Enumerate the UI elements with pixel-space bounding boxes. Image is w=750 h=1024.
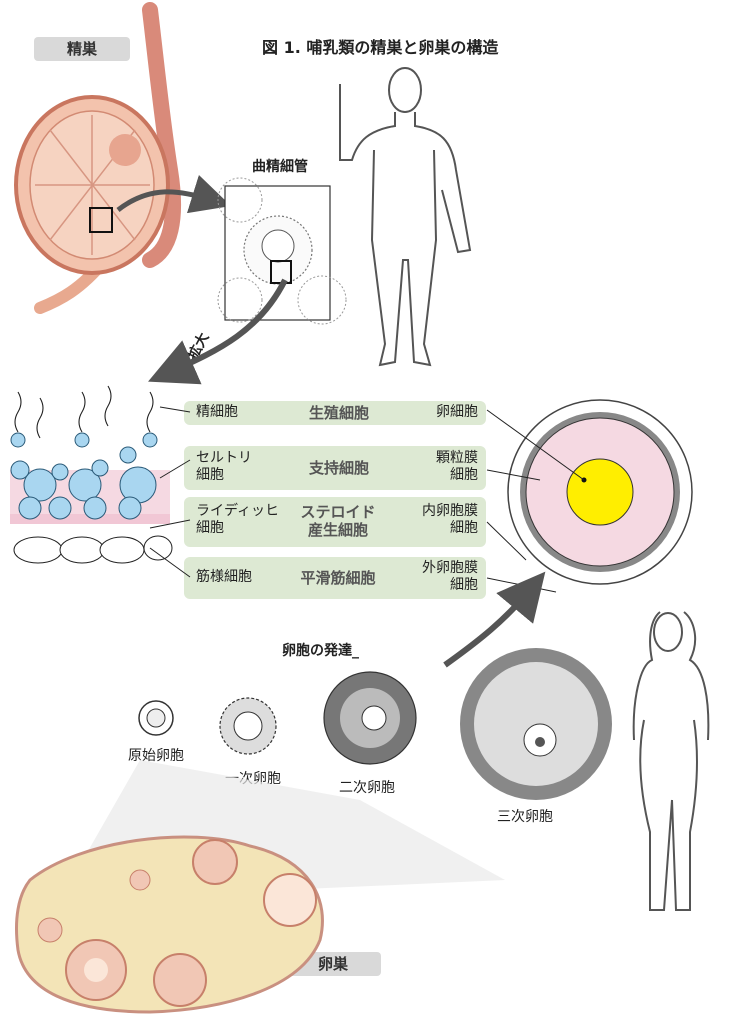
stage-label-secondary: 二次卵胞 [339,780,395,796]
follicle-stages [138,648,612,800]
testis-tag: 精巣 [34,37,130,61]
row-muscle-cells: 筋様細胞 平滑筋細胞 外卵胞膜 細胞 [184,557,486,599]
row-steroid-left: ライディッヒ 細胞 [196,503,280,536]
row-germ-right: 卵細胞 [436,404,478,420]
row-steroid-right: 内卵胞膜 細胞 [422,503,478,536]
tubule-illustration [217,177,347,325]
stage-label-tertiary: 三次卵胞 [497,809,553,825]
row-support-left: セルトリ 細胞 [196,450,252,483]
row-germ-left: 精細胞 [196,404,238,420]
row-support-cells: セルトリ 細胞 支持細胞 顆粒膜 細胞 [184,446,486,490]
row-steroid-mid: ステロイド 産生細胞 [300,503,376,539]
row-muscle-right: 外卵胞膜 細胞 [422,560,478,593]
testis-illustration [14,2,182,314]
tubule-label: 曲精細管 [252,159,308,175]
figure-title: 図 1. 哺乳類の精巣と卵巣の構造 [262,38,499,57]
ovary-illustration [15,835,324,1014]
row-germ-cells: 精細胞 生殖細胞 卵細胞 [184,401,486,425]
row-muscle-left: 筋様細胞 [196,569,252,585]
row-muscle-mid: 平滑筋細胞 [300,569,376,587]
arrow-to-tubule [116,174,232,214]
development-title: 卵胞の発達_ [282,643,359,659]
female-figure [632,611,710,911]
stage-label-primordial: 原始卵胞 [128,748,184,764]
follicle-illustration [486,399,693,593]
arrow-magnify [148,278,288,385]
row-germ-mid: 生殖細胞 [308,404,369,422]
arrow-to-follicle [443,571,546,668]
row-steroid-cells: ライディッヒ 細胞 ステロイド 産生細胞 内卵胞膜 細胞 [184,497,486,547]
row-support-right: 顆粒膜 細胞 [436,450,478,483]
spermatogenesis-section [10,385,191,578]
row-support-mid: 支持細胞 [308,459,369,477]
male-figure [339,67,472,367]
